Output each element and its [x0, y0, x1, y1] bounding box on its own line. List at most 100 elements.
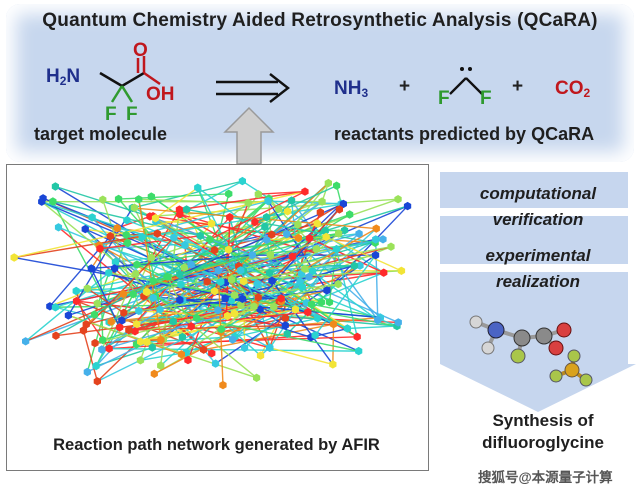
network-node	[49, 197, 57, 206]
page-title: Quantum Chemistry Aided Retrosynthetic A…	[42, 10, 598, 31]
carbene-fluorine-right: F	[480, 88, 492, 109]
network-node	[264, 196, 272, 206]
network-edge	[86, 287, 125, 314]
network-node	[301, 187, 309, 196]
network-edge	[155, 187, 199, 219]
network-node	[200, 345, 208, 354]
network-node	[39, 194, 47, 203]
network-node	[81, 224, 89, 234]
network-node	[143, 337, 151, 347]
network-node	[219, 380, 227, 390]
network-node	[298, 282, 306, 291]
network-node	[288, 196, 296, 205]
network-node	[124, 238, 132, 248]
network-node	[263, 213, 271, 222]
network-edge	[82, 237, 175, 331]
network-edge	[271, 208, 340, 282]
network-node	[98, 345, 106, 354]
network-edge	[119, 308, 296, 329]
molecule-3d-render	[469, 315, 593, 387]
network-node	[355, 346, 363, 356]
network-node	[196, 231, 204, 240]
network-node	[226, 213, 234, 222]
network-node	[136, 356, 145, 365]
network-node	[241, 343, 249, 353]
network-node	[135, 195, 143, 204]
network-node	[263, 235, 271, 244]
network-node	[194, 183, 202, 192]
network-node	[353, 332, 361, 341]
network-node	[83, 367, 91, 377]
network-edge	[179, 299, 381, 319]
network-node	[356, 261, 364, 270]
network-edge	[151, 200, 323, 259]
network-node	[333, 181, 341, 190]
network-node	[156, 305, 164, 314]
network-node	[52, 331, 60, 340]
network-node	[387, 242, 395, 251]
network-node	[277, 294, 285, 303]
network-node	[147, 253, 156, 262]
network-node	[379, 235, 387, 244]
network-edge	[152, 215, 256, 305]
network-node	[225, 189, 233, 198]
network-node	[88, 213, 96, 222]
network-node	[207, 219, 216, 228]
network-node	[46, 302, 54, 311]
network-edge	[128, 323, 334, 331]
network-node	[149, 293, 157, 303]
ammonia: NH3	[334, 78, 369, 100]
network-node	[254, 190, 262, 199]
network-node	[372, 235, 380, 244]
network-edge	[14, 256, 243, 300]
network-node	[10, 253, 18, 262]
network-node	[294, 220, 302, 229]
network-edge	[197, 187, 379, 321]
network-node	[308, 267, 317, 276]
network-node	[153, 229, 161, 238]
amine-group: H2N	[46, 66, 81, 88]
network-node	[105, 344, 113, 353]
top-panel	[6, 4, 634, 162]
network-edge	[325, 236, 402, 272]
step1-line1: computational	[479, 184, 597, 203]
network-node	[137, 337, 145, 346]
network-node	[206, 235, 214, 244]
network-node	[238, 294, 246, 303]
carbene-fluorine-left: F	[438, 88, 450, 109]
network-node	[214, 266, 222, 275]
network-edge	[111, 315, 228, 323]
network-node	[294, 233, 302, 243]
network-node	[105, 268, 113, 277]
network-node	[64, 311, 72, 320]
reaction-network-graph	[10, 176, 412, 390]
network-node	[90, 310, 99, 319]
network-node	[208, 349, 216, 358]
network-node	[182, 205, 191, 214]
network-node	[227, 275, 236, 284]
network-node	[307, 300, 316, 309]
network-node	[314, 314, 322, 323]
network-node	[343, 324, 351, 333]
network-edge	[90, 268, 121, 328]
network-node	[311, 331, 319, 340]
network-node	[114, 194, 123, 204]
network-edge	[234, 317, 318, 338]
network-node	[323, 286, 331, 295]
network-node	[305, 234, 313, 243]
network-node	[203, 277, 211, 286]
network-node	[355, 229, 363, 238]
network-node	[170, 233, 178, 242]
network-node	[217, 325, 225, 334]
network-node	[256, 351, 265, 360]
network-edge	[179, 190, 306, 211]
network-node	[217, 277, 225, 287]
network-node	[87, 264, 95, 273]
network-node	[283, 229, 291, 239]
network-node	[394, 318, 402, 327]
retrosynthesis-arrow	[216, 73, 290, 103]
network-node	[133, 320, 141, 329]
network-node	[176, 270, 184, 279]
up-arrow	[223, 106, 275, 165]
network-node	[51, 182, 59, 191]
